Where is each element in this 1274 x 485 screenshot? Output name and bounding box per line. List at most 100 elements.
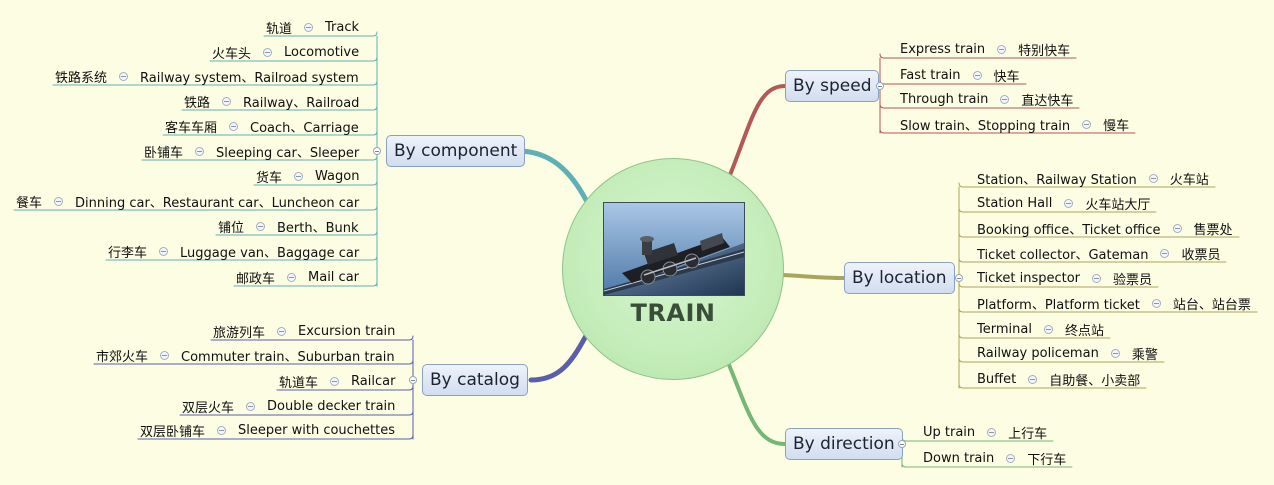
collapse-dot-icon (256, 222, 265, 231)
leaf-english-label: Luggage van、Baggage car (180, 242, 359, 261)
collapse-dot-icon (1149, 174, 1158, 183)
leaf-chinese-label: 双层卧铺车 (140, 421, 205, 440)
leaf-english-label: Commuter train、Suburban train (181, 346, 395, 365)
collapse-dot-icon (1173, 224, 1182, 233)
collapse-dot-icon (1028, 375, 1037, 384)
leaf-english-label: Slow train、Stopping train (900, 115, 1070, 134)
leaf-english-label: Down train (923, 451, 994, 466)
leaf-english-label: Express train (900, 42, 985, 57)
leaf-chinese-label: 行李车 (108, 242, 147, 261)
locomotive-icon (604, 203, 744, 295)
central-title: TRAIN (563, 299, 783, 327)
branch-by-catalog[interactable]: By catalog (422, 364, 528, 396)
leaf-english-label: Wagon (315, 169, 359, 184)
leaf-english-label: Terminal (977, 322, 1032, 337)
leaf-english-label: Through train (900, 92, 988, 107)
leaf-chinese-label: 上行车 (1008, 423, 1047, 442)
leaf-english-label: Fast train (900, 68, 961, 83)
leaf-topic-location[interactable]: Ticket inspector 验票员 (977, 268, 1152, 288)
collapse-dot-icon (222, 97, 231, 106)
leaf-topic-direction[interactable]: Down train 下行车 (923, 448, 1066, 468)
leaf-chinese-label: 下行车 (1027, 449, 1066, 468)
connector-line (730, 86, 785, 175)
collapse-dot-icon (1000, 95, 1009, 104)
connector-line (727, 360, 785, 444)
leaf-topic-catalog[interactable]: 双层卧铺车 Sleeper with couchettes (140, 420, 395, 440)
leaf-english-label: Dinning car、Restaurant car、Luncheon car (75, 192, 359, 211)
collapse-component-icon[interactable] (373, 147, 381, 155)
collapse-dot-icon (263, 48, 272, 57)
collapse-dot-icon (1082, 120, 1091, 129)
leaf-english-label: Sleeper with couchettes (238, 423, 395, 438)
branch-by-direction[interactable]: By direction (785, 428, 903, 460)
connector-line (520, 151, 586, 200)
collapse-direction-icon[interactable] (898, 440, 906, 448)
leaf-chinese-label: 自助餐、小卖部 (1049, 370, 1140, 389)
leaf-chinese-label: 售票处 (1194, 219, 1233, 238)
leaf-chinese-label: 轨道 (266, 18, 292, 37)
collapse-dot-icon (195, 147, 204, 156)
leaf-chinese-label: 终点站 (1065, 320, 1104, 339)
collapse-dot-icon (277, 327, 286, 336)
leaf-chinese-label: 火车站 (1170, 169, 1209, 188)
leaf-chinese-label: 铁路 (184, 92, 210, 111)
branch-by-location[interactable]: By location (844, 262, 955, 294)
collapse-dot-icon (1044, 325, 1053, 334)
branch-by-speed[interactable]: By speed (785, 70, 879, 102)
leaf-english-label: Buffet (977, 372, 1016, 387)
collapse-location-icon[interactable] (955, 274, 963, 282)
leaf-chinese-label: 铁路系统 (55, 67, 107, 86)
leaf-english-label: Up train (923, 425, 975, 440)
locomotive-image (603, 202, 745, 296)
central-topic[interactable]: TRAIN (562, 158, 784, 380)
collapse-dot-icon (54, 197, 63, 206)
leaf-topic-component[interactable]: 行李车 Luggage van、Baggage car (108, 241, 359, 261)
leaf-topic-location[interactable]: Terminal 终点站 (977, 319, 1104, 339)
branch-by-component[interactable]: By component (386, 135, 525, 167)
leaf-english-label: Ticket inspector (977, 271, 1080, 286)
collapse-dot-icon (217, 426, 226, 435)
leaf-english-label: Railway policeman (977, 346, 1099, 361)
leaf-chinese-label: 验票员 (1113, 269, 1152, 288)
collapse-speed-icon[interactable] (876, 82, 884, 90)
collapse-catalog-icon[interactable] (409, 376, 417, 384)
leaf-english-label: Platform、Platform ticket (977, 294, 1140, 313)
collapse-dot-icon (330, 377, 339, 386)
leaf-chinese-label: 双层火车 (182, 397, 234, 416)
collapse-dot-icon (159, 247, 168, 256)
leaf-chinese-label: 轨道车 (279, 372, 318, 391)
connector-line (783, 275, 844, 278)
collapse-dot-icon (1160, 249, 1169, 258)
leaf-topic-location[interactable]: Buffet 自助餐、小卖部 (977, 369, 1140, 389)
leaf-chinese-label: 收票员 (1181, 244, 1220, 263)
leaf-topic-direction[interactable]: Up train 上行车 (923, 422, 1047, 442)
collapse-dot-icon (246, 402, 255, 411)
leaf-english-label: Sleeping car、Sleeper (216, 142, 359, 161)
leaf-chinese-label: 旅游列车 (213, 322, 265, 341)
